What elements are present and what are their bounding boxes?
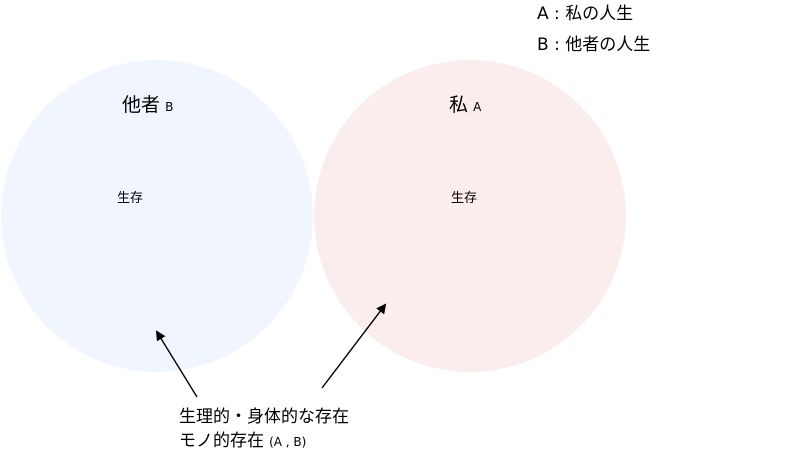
left-circle-other (1, 60, 313, 372)
right-circle-self (314, 60, 626, 372)
arrow-to-left-circle (155, 330, 198, 398)
arrow-to-right-circle (321, 303, 387, 389)
left-circle-title: 他者 B (122, 96, 173, 115)
annotation-line2: モノ的存在 (A , B) (179, 433, 306, 450)
right-circle-title: 私 A (449, 96, 481, 115)
right-circle-title-suffix: A (473, 100, 482, 114)
legend-a-separator: : (554, 4, 560, 24)
left-circle-title-text: 他者 (122, 94, 161, 116)
left-circle-title-suffix: B (165, 100, 174, 114)
right-circle-title-text: 私 (449, 94, 469, 116)
annotation-line1: 生理的・身体的な存在 (179, 407, 349, 427)
legend-b: B : 他者の人生 (537, 37, 650, 54)
left-circle-inner-label: 生存 (117, 191, 144, 206)
legend-a-text: 私の人生 (565, 4, 634, 24)
right-circle-inner-label: 生存 (451, 191, 478, 206)
legend-a: A : 私の人生 (537, 6, 633, 23)
legend-b-separator: : (554, 35, 560, 55)
legend-a-key: A (537, 4, 549, 24)
annotation-line2-suffix: (A , B) (269, 435, 307, 449)
annotation-line2-text: モノ的存在 (179, 431, 264, 451)
legend-b-text: 他者の人生 (565, 35, 651, 55)
legend-b-key: B (537, 35, 549, 55)
